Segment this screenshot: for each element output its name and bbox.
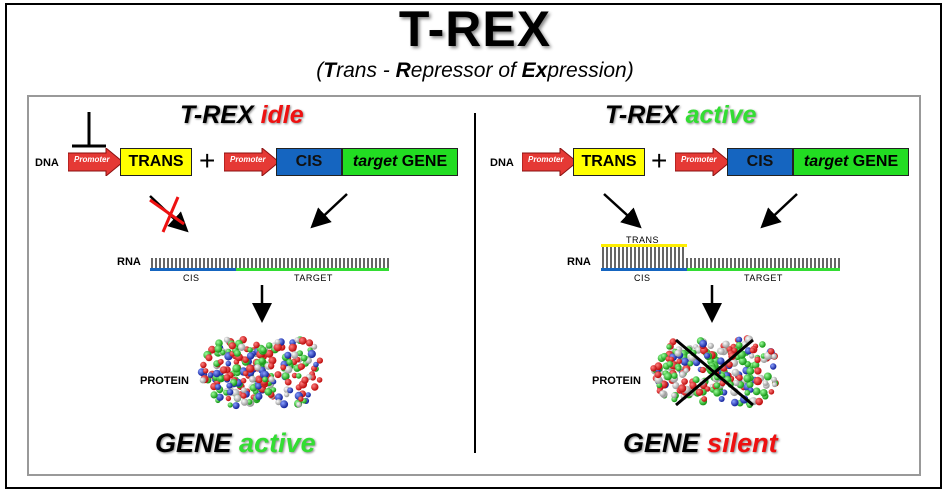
right-rna-cis-label: CIS: [634, 273, 651, 283]
outer-frame: [5, 3, 942, 489]
right-promoter-1: Promoter: [522, 148, 577, 176]
right-target-gene-box: target GENE: [793, 148, 909, 176]
left-repressor-bar-icon: [72, 112, 106, 148]
left-rna-target-label: TARGET: [294, 273, 333, 283]
right-protein-label: PROTEIN: [592, 375, 641, 387]
left-heading: T-REX idle: [180, 101, 304, 129]
left-footer: GENE active: [155, 428, 316, 458]
left-protein-blob: [197, 336, 323, 410]
left-transcription-arrow-icon: [310, 193, 348, 229]
right-protein-blob: [650, 335, 779, 408]
right-rna-target-label: TARGET: [744, 273, 783, 283]
page-subtitle: (Trans - Repressor of Expression): [316, 59, 634, 82]
left-protein-label: PROTEIN: [140, 375, 189, 387]
left-target-gene-box: target GENE: [342, 148, 458, 176]
right-trans-box: TRANS: [573, 148, 645, 176]
right-plus: +: [651, 145, 668, 176]
page-title: T-REX: [398, 1, 552, 57]
left-promoter-2: Promoter: [224, 148, 279, 176]
right-transcription-arrow-icon: [760, 193, 798, 229]
left-cis-box: CIS: [276, 148, 342, 176]
diagram-frame: [27, 95, 921, 476]
left-rna-cis-label: CIS: [183, 273, 200, 283]
right-promoter-2: Promoter: [675, 148, 730, 176]
left-promoter-1: Promoter: [68, 148, 123, 176]
right-rna-strand: [601, 244, 840, 271]
left-rna-label: RNA: [117, 256, 141, 268]
left-blocked-arrow-icon: [149, 195, 189, 233]
right-dna-label: DNA: [490, 157, 514, 169]
right-rna-label: RNA: [567, 256, 591, 268]
right-protein-cross-icon: [675, 338, 754, 407]
right-trans-arrow-icon: [603, 193, 642, 229]
left-plus: +: [199, 145, 216, 176]
left-dna-label: DNA: [35, 157, 59, 169]
right-cis-box: CIS: [727, 148, 793, 176]
right-heading: T-REX active: [605, 101, 757, 129]
right-rna-trans-label: TRANS: [626, 235, 660, 245]
right-footer: GENE silent: [623, 428, 778, 458]
left-rna-strand: [150, 258, 389, 271]
panel-divider: [474, 113, 476, 453]
left-trans-box: TRANS: [120, 148, 192, 176]
